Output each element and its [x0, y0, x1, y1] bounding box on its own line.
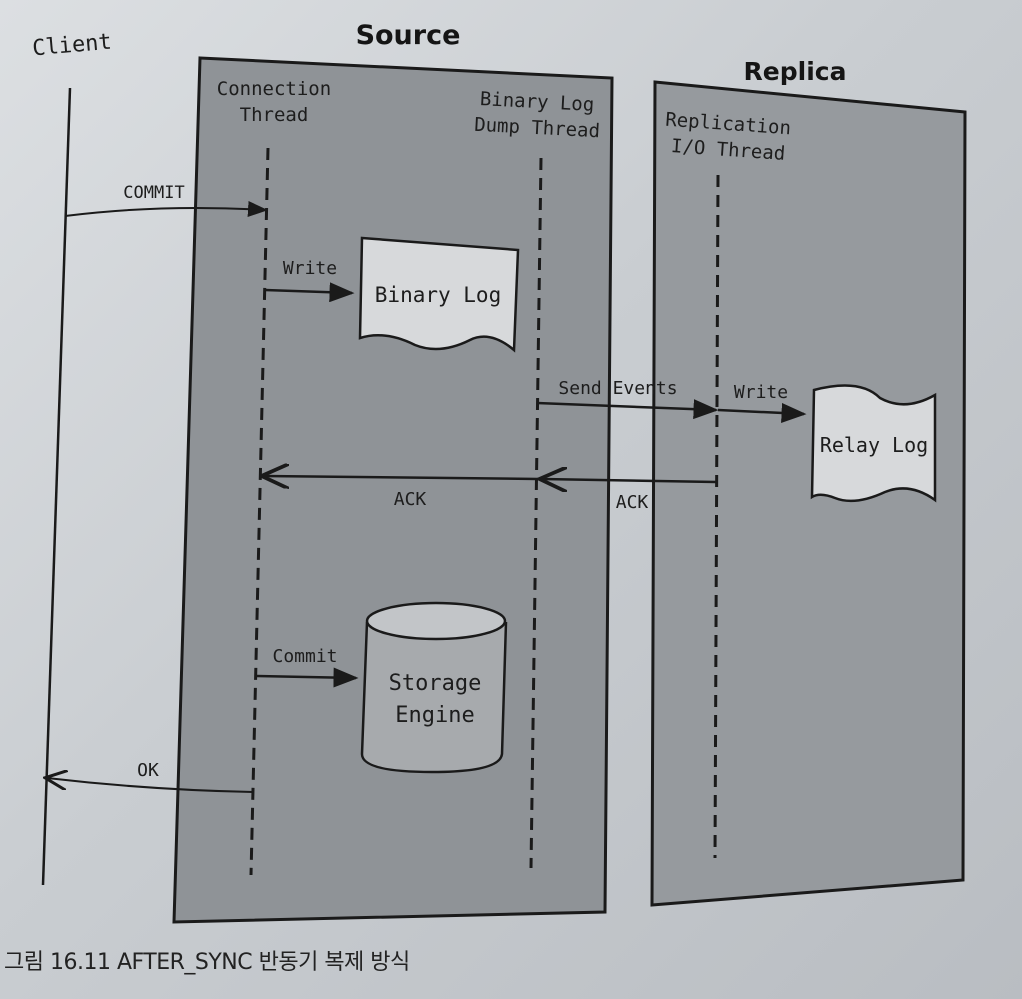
ok-label: OK	[137, 760, 159, 781]
write-binlog-arrow	[264, 282, 355, 303]
io-thread-lifeline	[713, 174, 720, 859]
ack-source-arrow	[264, 476, 539, 479]
client-label: Client	[31, 30, 112, 62]
ack-source-label: ACK	[394, 489, 427, 510]
source-title: Source	[356, 20, 461, 51]
send-events-arrow	[536, 399, 719, 420]
commit-arrow	[64, 200, 268, 217]
connection-thread-label-1: Connection	[217, 78, 331, 100]
replica-title: Replica	[744, 57, 847, 86]
commit-engine-arrow	[256, 667, 359, 688]
commit-engine-label: Commit	[272, 646, 337, 667]
figure-caption: 그림 16.11 AFTER_SYNC 반동기 복제 방식	[4, 950, 410, 975]
relay-log-label: Relay Log	[820, 433, 928, 457]
replication-diagram: Source Replica Client Connection Thread …	[31, 20, 967, 924]
write-binlog-label: Write	[283, 258, 337, 279]
replica-box	[650, 80, 967, 907]
connection-thread-label-2: Thread	[240, 104, 309, 126]
storage-engine-label-1: Storage	[389, 671, 482, 696]
write-relay-label: Write	[734, 382, 788, 403]
write-relay-arrow	[717, 402, 807, 423]
ack-replica-label: ACK	[616, 492, 649, 513]
relay-log-document	[810, 384, 937, 503]
dump-thread-lifeline	[529, 157, 543, 869]
storage-engine-cylinder	[360, 601, 508, 774]
storage-engine-label-2: Engine	[395, 703, 474, 728]
binary-log-document	[358, 236, 520, 353]
commit-label: COMMIT	[123, 183, 184, 203]
ack-replica-arrow	[542, 479, 717, 482]
ok-arrow	[47, 778, 254, 793]
binary-log-label: Binary Log	[375, 283, 501, 307]
client-lifeline	[41, 87, 72, 886]
connection-thread-lifeline	[249, 147, 270, 876]
send-events-label: Send Events	[558, 378, 677, 399]
